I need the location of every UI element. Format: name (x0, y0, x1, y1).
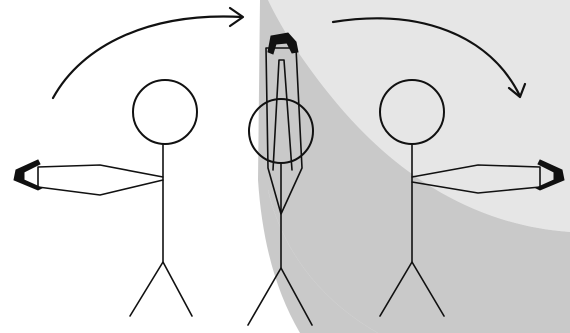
figure-head (133, 80, 197, 144)
stick-figure-left (14, 80, 197, 316)
figure-legs (130, 262, 192, 316)
extended-arm (38, 165, 163, 195)
